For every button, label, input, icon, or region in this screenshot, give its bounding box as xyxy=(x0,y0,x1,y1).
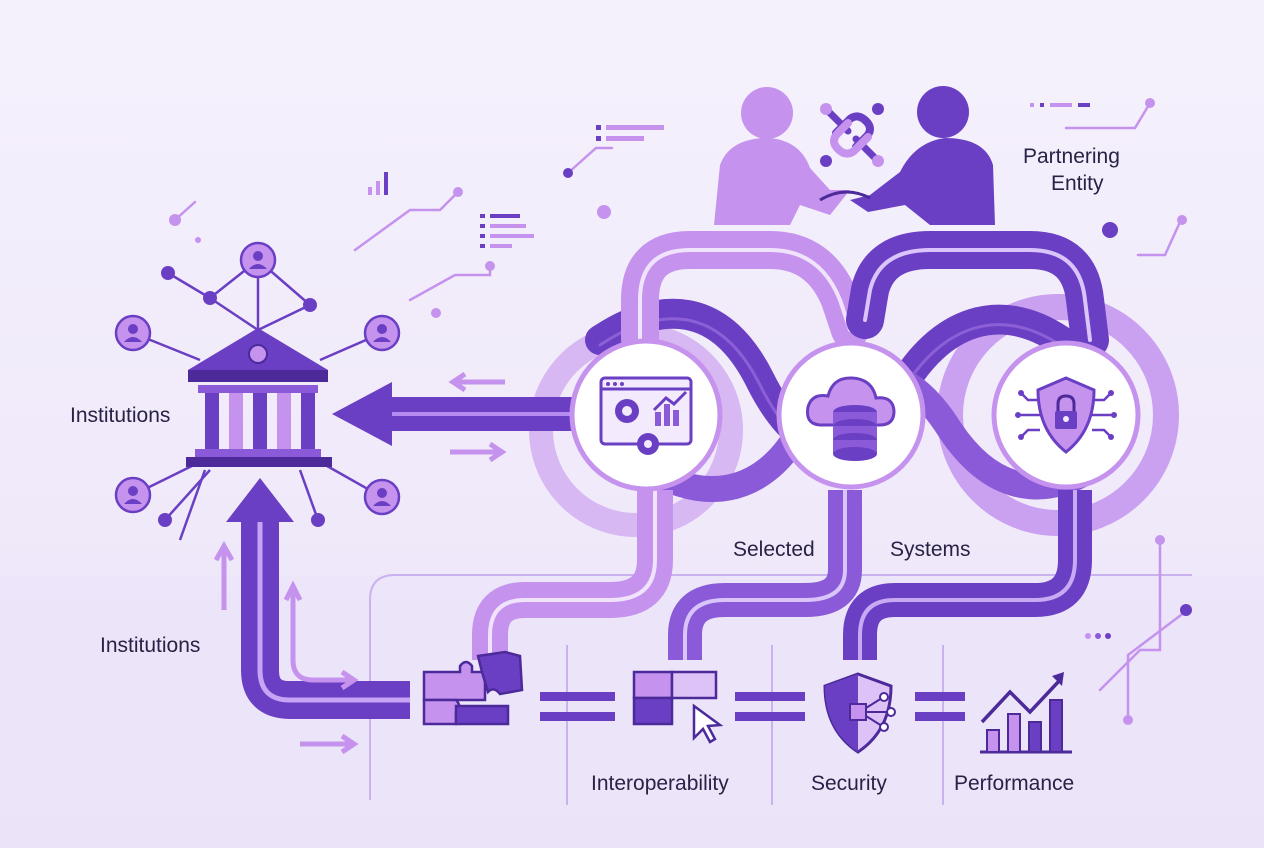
system-node-cloud xyxy=(776,340,926,490)
puzzle-cursor-icon xyxy=(632,670,724,744)
big-arrows xyxy=(226,382,590,719)
partnering-entity-label-line1: Partnering xyxy=(1023,145,1120,168)
connector-bars xyxy=(540,692,965,721)
frame-lines xyxy=(369,574,1192,805)
handshake-icon xyxy=(714,86,995,225)
institutions-label-top: Institutions xyxy=(70,404,171,427)
network-dots xyxy=(158,266,325,527)
decor-traces xyxy=(173,101,1187,722)
user-icons xyxy=(114,241,401,516)
dashboard-gears-chart-icon xyxy=(599,376,693,455)
user-icon xyxy=(363,314,401,352)
performance-label: Performance xyxy=(954,772,1075,795)
down-pipes xyxy=(472,490,1092,660)
user-icon xyxy=(114,476,152,514)
selected-label: Selected xyxy=(733,538,815,561)
partnering-entity-label-line2: Entity xyxy=(1051,172,1104,195)
system-node-security xyxy=(991,340,1141,490)
security-label: Security xyxy=(811,772,887,795)
cloud-database-icon xyxy=(806,376,896,461)
user-icon xyxy=(114,314,152,352)
system-node-dashboard xyxy=(569,338,723,492)
shield-circuit-icon xyxy=(823,672,896,754)
link-icon xyxy=(820,103,884,167)
user-icon xyxy=(239,241,277,279)
puzzle-icon xyxy=(422,650,524,726)
institutions-label-bottom: Institutions xyxy=(100,634,201,657)
floor-band xyxy=(0,575,1264,848)
systems-label: Systems xyxy=(890,538,971,561)
small-arrows xyxy=(213,371,507,755)
user-icon xyxy=(363,478,401,516)
bank-building-icon xyxy=(186,328,332,467)
decor-dots xyxy=(169,98,1192,725)
shield-lock-icon xyxy=(1015,376,1117,454)
bar-chart-trend-icon xyxy=(980,672,1072,754)
decor-bars xyxy=(368,103,1090,248)
interoperability-label: Interoperability xyxy=(591,772,729,795)
